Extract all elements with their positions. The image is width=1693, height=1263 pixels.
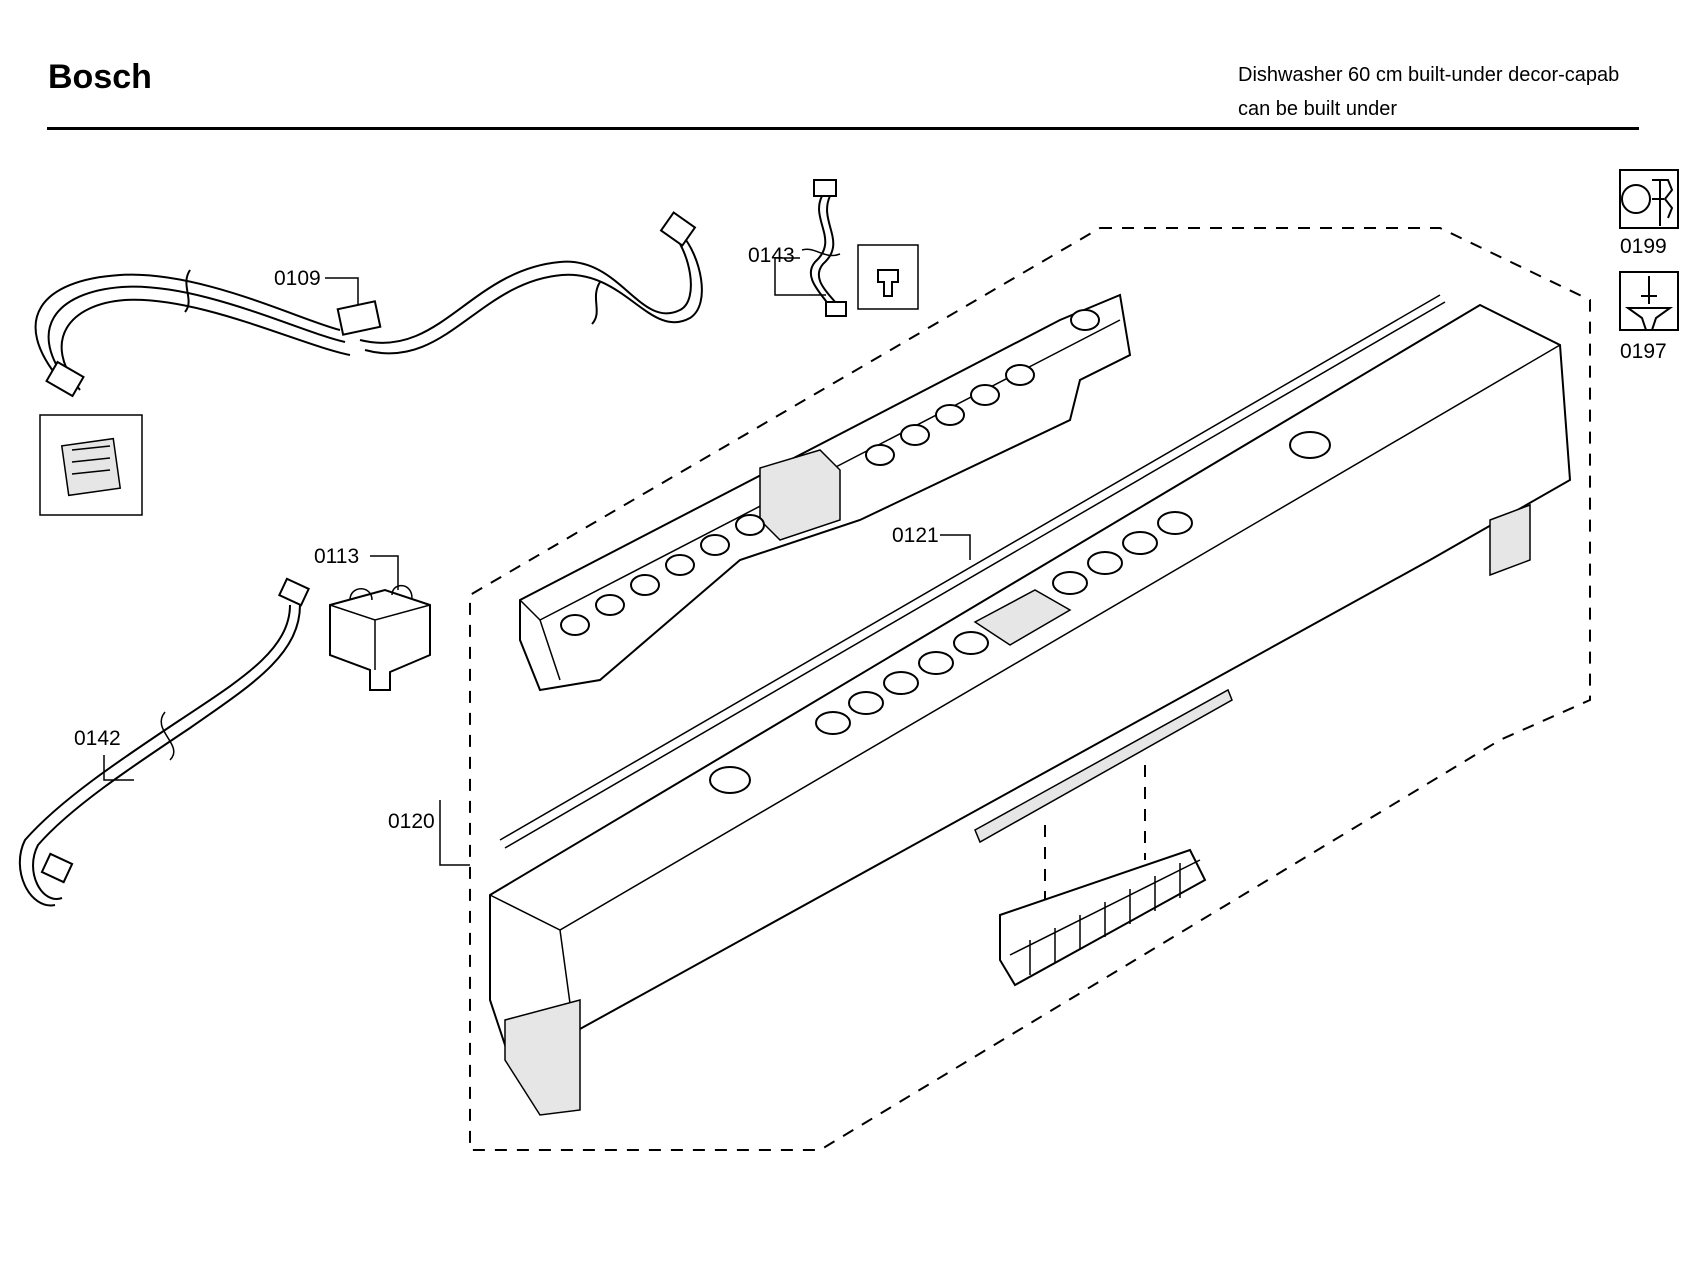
part-0109-harness[interactable]: 0109 (34, 211, 703, 398)
part-label: 0142 (74, 727, 121, 750)
diagram-title: Dishwasher 60 cm built-under decor-capab… (1238, 58, 1619, 126)
brand-name: Bosch (48, 58, 152, 96)
part-0121-control-module[interactable] (519, 293, 1132, 692)
handle-slot (974, 688, 1233, 844)
title-line-1: Dishwasher 60 cm built-under decor-capab (1238, 64, 1620, 86)
tool-0197[interactable]: 0197 (1619, 271, 1679, 363)
header-divider (47, 127, 1639, 130)
part-label: 0120 (388, 810, 435, 833)
tool-label: 0197 (1620, 340, 1667, 363)
part-label: 0113 (314, 545, 359, 568)
handle-insert[interactable] (999, 765, 1207, 987)
title-line-2: can be built under (1238, 98, 1398, 120)
tool-0199[interactable]: 0199 (1619, 169, 1679, 258)
tool-label: 0199 (1620, 235, 1667, 258)
part-label: 0109 (274, 267, 321, 290)
button-caps (560, 309, 1100, 636)
part-label: 0143 (748, 244, 795, 267)
part-0142-cable[interactable]: 0142 (18, 577, 311, 907)
panel-buttons (709, 431, 1331, 794)
part-0143-cable[interactable]: 0143 (748, 179, 919, 317)
part-label: 0121 (892, 524, 939, 547)
part-0113-bracket[interactable]: 0113 (314, 545, 431, 691)
part-0120-control-panel[interactable]: 0120 (388, 294, 1572, 1116)
assembly-boundary (469, 227, 1591, 1151)
connector-detail (39, 414, 143, 516)
label-0121: 0121 (892, 524, 971, 560)
wrench-icon (1619, 169, 1679, 229)
display-window (973, 589, 1072, 646)
